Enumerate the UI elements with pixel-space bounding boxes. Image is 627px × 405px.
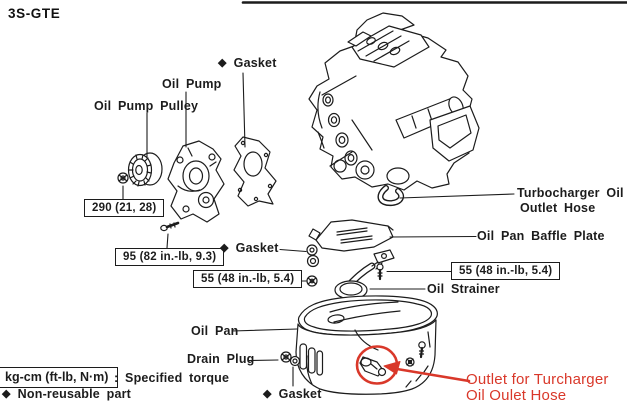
label-drain-plug: Drain Plug: [187, 352, 255, 366]
label-oil-pump: Oil Pump: [162, 77, 222, 91]
torque-box-pulley-nut: 290 (21, 28): [84, 199, 165, 217]
label-turbocharger-hose-line1: Turbocharger Oil: [517, 186, 624, 200]
legend-non-reusable-text: Non-reusable part: [17, 387, 132, 401]
turbo-outlet-fitting-illustration: [359, 356, 387, 377]
strainer-gasket-illustration: [306, 244, 320, 268]
red-arrow-line: [395, 367, 471, 383]
label-gasket-top: ◆ Gasket: [218, 56, 277, 70]
torque-box-strainer-nut: 55 (48 in.-lb, 5.4): [193, 270, 303, 288]
label-gasket-top-text: Gasket: [233, 56, 277, 70]
non-reusable-diamond-icon: ◆: [263, 388, 272, 400]
label-gasket-bottom-text: Gasket: [278, 387, 322, 401]
pump-bolt-illustration: [160, 221, 180, 232]
strainer-bolt-illustration: [376, 263, 384, 281]
legend-torque-unit-box: kg-cm (ft-lb, N·m): [0, 367, 119, 388]
non-reusable-diamond-icon: ◆: [220, 242, 229, 254]
baffle-plate-illustration: [308, 219, 394, 252]
leader-lines: [122, 72, 515, 387]
strainer-nut-illustration: [306, 275, 318, 287]
pulley-nut-illustration: [117, 172, 129, 184]
red-annotation-line1: Outlet for Turcharger: [466, 371, 609, 388]
page-title: 3S-GTE: [8, 6, 61, 21]
legend-non-reusable: ◆ Non-reusable part: [2, 387, 131, 401]
label-oil-pan-baffle-plate: Oil Pan Baffle Plate: [477, 229, 605, 243]
label-gasket-mid: ◆ Gasket: [220, 241, 279, 255]
non-reusable-diamond-icon: ◆: [2, 388, 11, 400]
label-oil-strainer: Oil Strainer: [427, 282, 500, 296]
pan-bolt-illustration: [405, 341, 426, 367]
drain-plug-illustration: [280, 351, 301, 367]
torque-box-pump-bolt: 95 (82 in.-lb, 9.3): [115, 248, 225, 266]
non-reusable-diamond-icon: ◆: [218, 57, 227, 69]
oil-strainer-illustration: [334, 249, 395, 300]
label-oil-pan: Oil Pan: [191, 324, 239, 338]
pump-gasket-illustration: [233, 136, 277, 207]
label-gasket-mid-text: Gasket: [235, 241, 279, 255]
torque-box-strainer-bolt: 55 (48 in.-lb, 5.4): [451, 262, 561, 280]
engine-assembly-illustration: [308, 12, 480, 207]
oil-pan-illustration: [295, 295, 438, 395]
oil-pump-pulley-illustration: [127, 152, 163, 187]
label-oil-pump-pulley: Oil Pump Pulley: [94, 99, 199, 113]
legend-torque-meaning: : Specified torque: [114, 371, 230, 385]
red-annotation-marks: [355, 345, 471, 385]
oil-pump-illustration: [167, 140, 225, 223]
label-gasket-bottom: ◆ Gasket: [263, 387, 322, 401]
red-annotation-line2: Oil Oulet Hose: [466, 387, 567, 404]
label-turbocharger-hose-line2: Outlet Hose: [520, 201, 596, 215]
red-arrow-head: [383, 361, 401, 375]
